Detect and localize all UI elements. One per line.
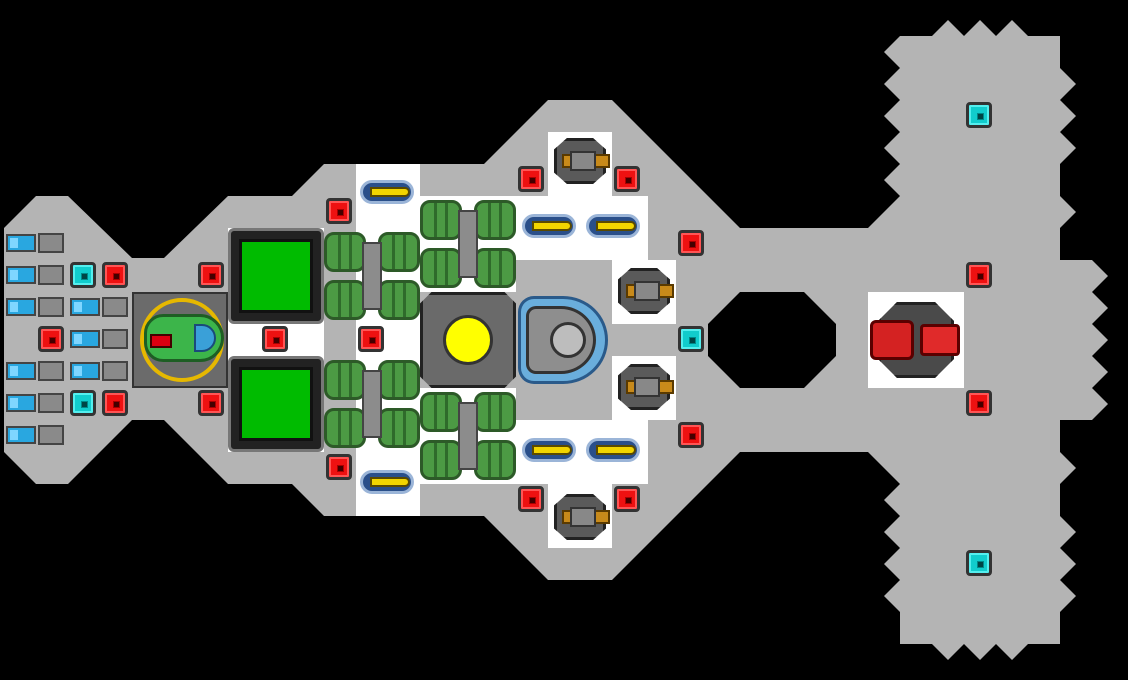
red-station-icon[interactable] <box>966 390 992 416</box>
blue-cell[interactable] <box>68 358 130 384</box>
green-panel[interactable] <box>228 356 324 452</box>
green-panel[interactable] <box>228 228 324 324</box>
blue-cell[interactable] <box>68 326 130 352</box>
red-station-icon[interactable] <box>518 166 544 192</box>
red-station-icon[interactable] <box>326 198 352 224</box>
blue-cell[interactable] <box>4 294 66 320</box>
teal-station-icon[interactable] <box>70 390 96 416</box>
red-station-icon[interactable] <box>614 166 640 192</box>
red-station-icon[interactable] <box>102 390 128 416</box>
teal-station-icon[interactable] <box>678 326 704 352</box>
yellow-gun[interactable] <box>356 166 418 218</box>
shield-dish <box>550 322 586 358</box>
tank-block[interactable] <box>324 228 420 324</box>
yellow-gun[interactable] <box>582 424 644 476</box>
teal-station-icon[interactable] <box>966 102 992 128</box>
cockpit-light <box>150 334 172 348</box>
orange-turret[interactable] <box>614 360 676 414</box>
red-cannon[interactable] <box>868 292 964 388</box>
yellow-gun[interactable] <box>582 200 644 252</box>
teal-station-icon[interactable] <box>966 550 992 576</box>
yellow-gun[interactable] <box>518 200 580 252</box>
teal-station-icon[interactable] <box>70 262 96 288</box>
red-station-icon[interactable] <box>38 326 64 352</box>
tank-block[interactable] <box>420 196 516 292</box>
cockpit[interactable] <box>132 292 228 388</box>
orange-turret[interactable] <box>550 134 612 188</box>
blue-cell[interactable] <box>4 390 66 416</box>
tank-block[interactable] <box>324 356 420 452</box>
blue-cell[interactable] <box>68 294 130 320</box>
red-station-icon[interactable] <box>198 262 224 288</box>
red-station-icon[interactable] <box>102 262 128 288</box>
orange-turret[interactable] <box>550 490 612 544</box>
reactor[interactable] <box>420 292 516 388</box>
red-station-icon[interactable] <box>358 326 384 352</box>
red-station-icon[interactable] <box>678 422 704 448</box>
red-station-icon[interactable] <box>518 486 544 512</box>
tank-block[interactable] <box>420 388 516 484</box>
blue-cell[interactable] <box>4 262 66 288</box>
red-station-icon[interactable] <box>198 390 224 416</box>
red-station-icon[interactable] <box>326 454 352 480</box>
shield-generator[interactable] <box>516 292 612 388</box>
reactor-core-icon <box>443 315 493 365</box>
blue-cell[interactable] <box>4 422 66 448</box>
hull-hole <box>708 292 836 388</box>
blue-cell[interactable] <box>4 358 66 384</box>
red-station-icon[interactable] <box>966 262 992 288</box>
yellow-gun[interactable] <box>356 456 418 508</box>
cockpit-window <box>194 324 216 352</box>
red-station-icon[interactable] <box>614 486 640 512</box>
red-station-icon[interactable] <box>262 326 288 352</box>
red-station-icon[interactable] <box>678 230 704 256</box>
blue-cell[interactable] <box>4 230 66 256</box>
yellow-gun[interactable] <box>518 424 580 476</box>
orange-turret[interactable] <box>614 264 676 318</box>
